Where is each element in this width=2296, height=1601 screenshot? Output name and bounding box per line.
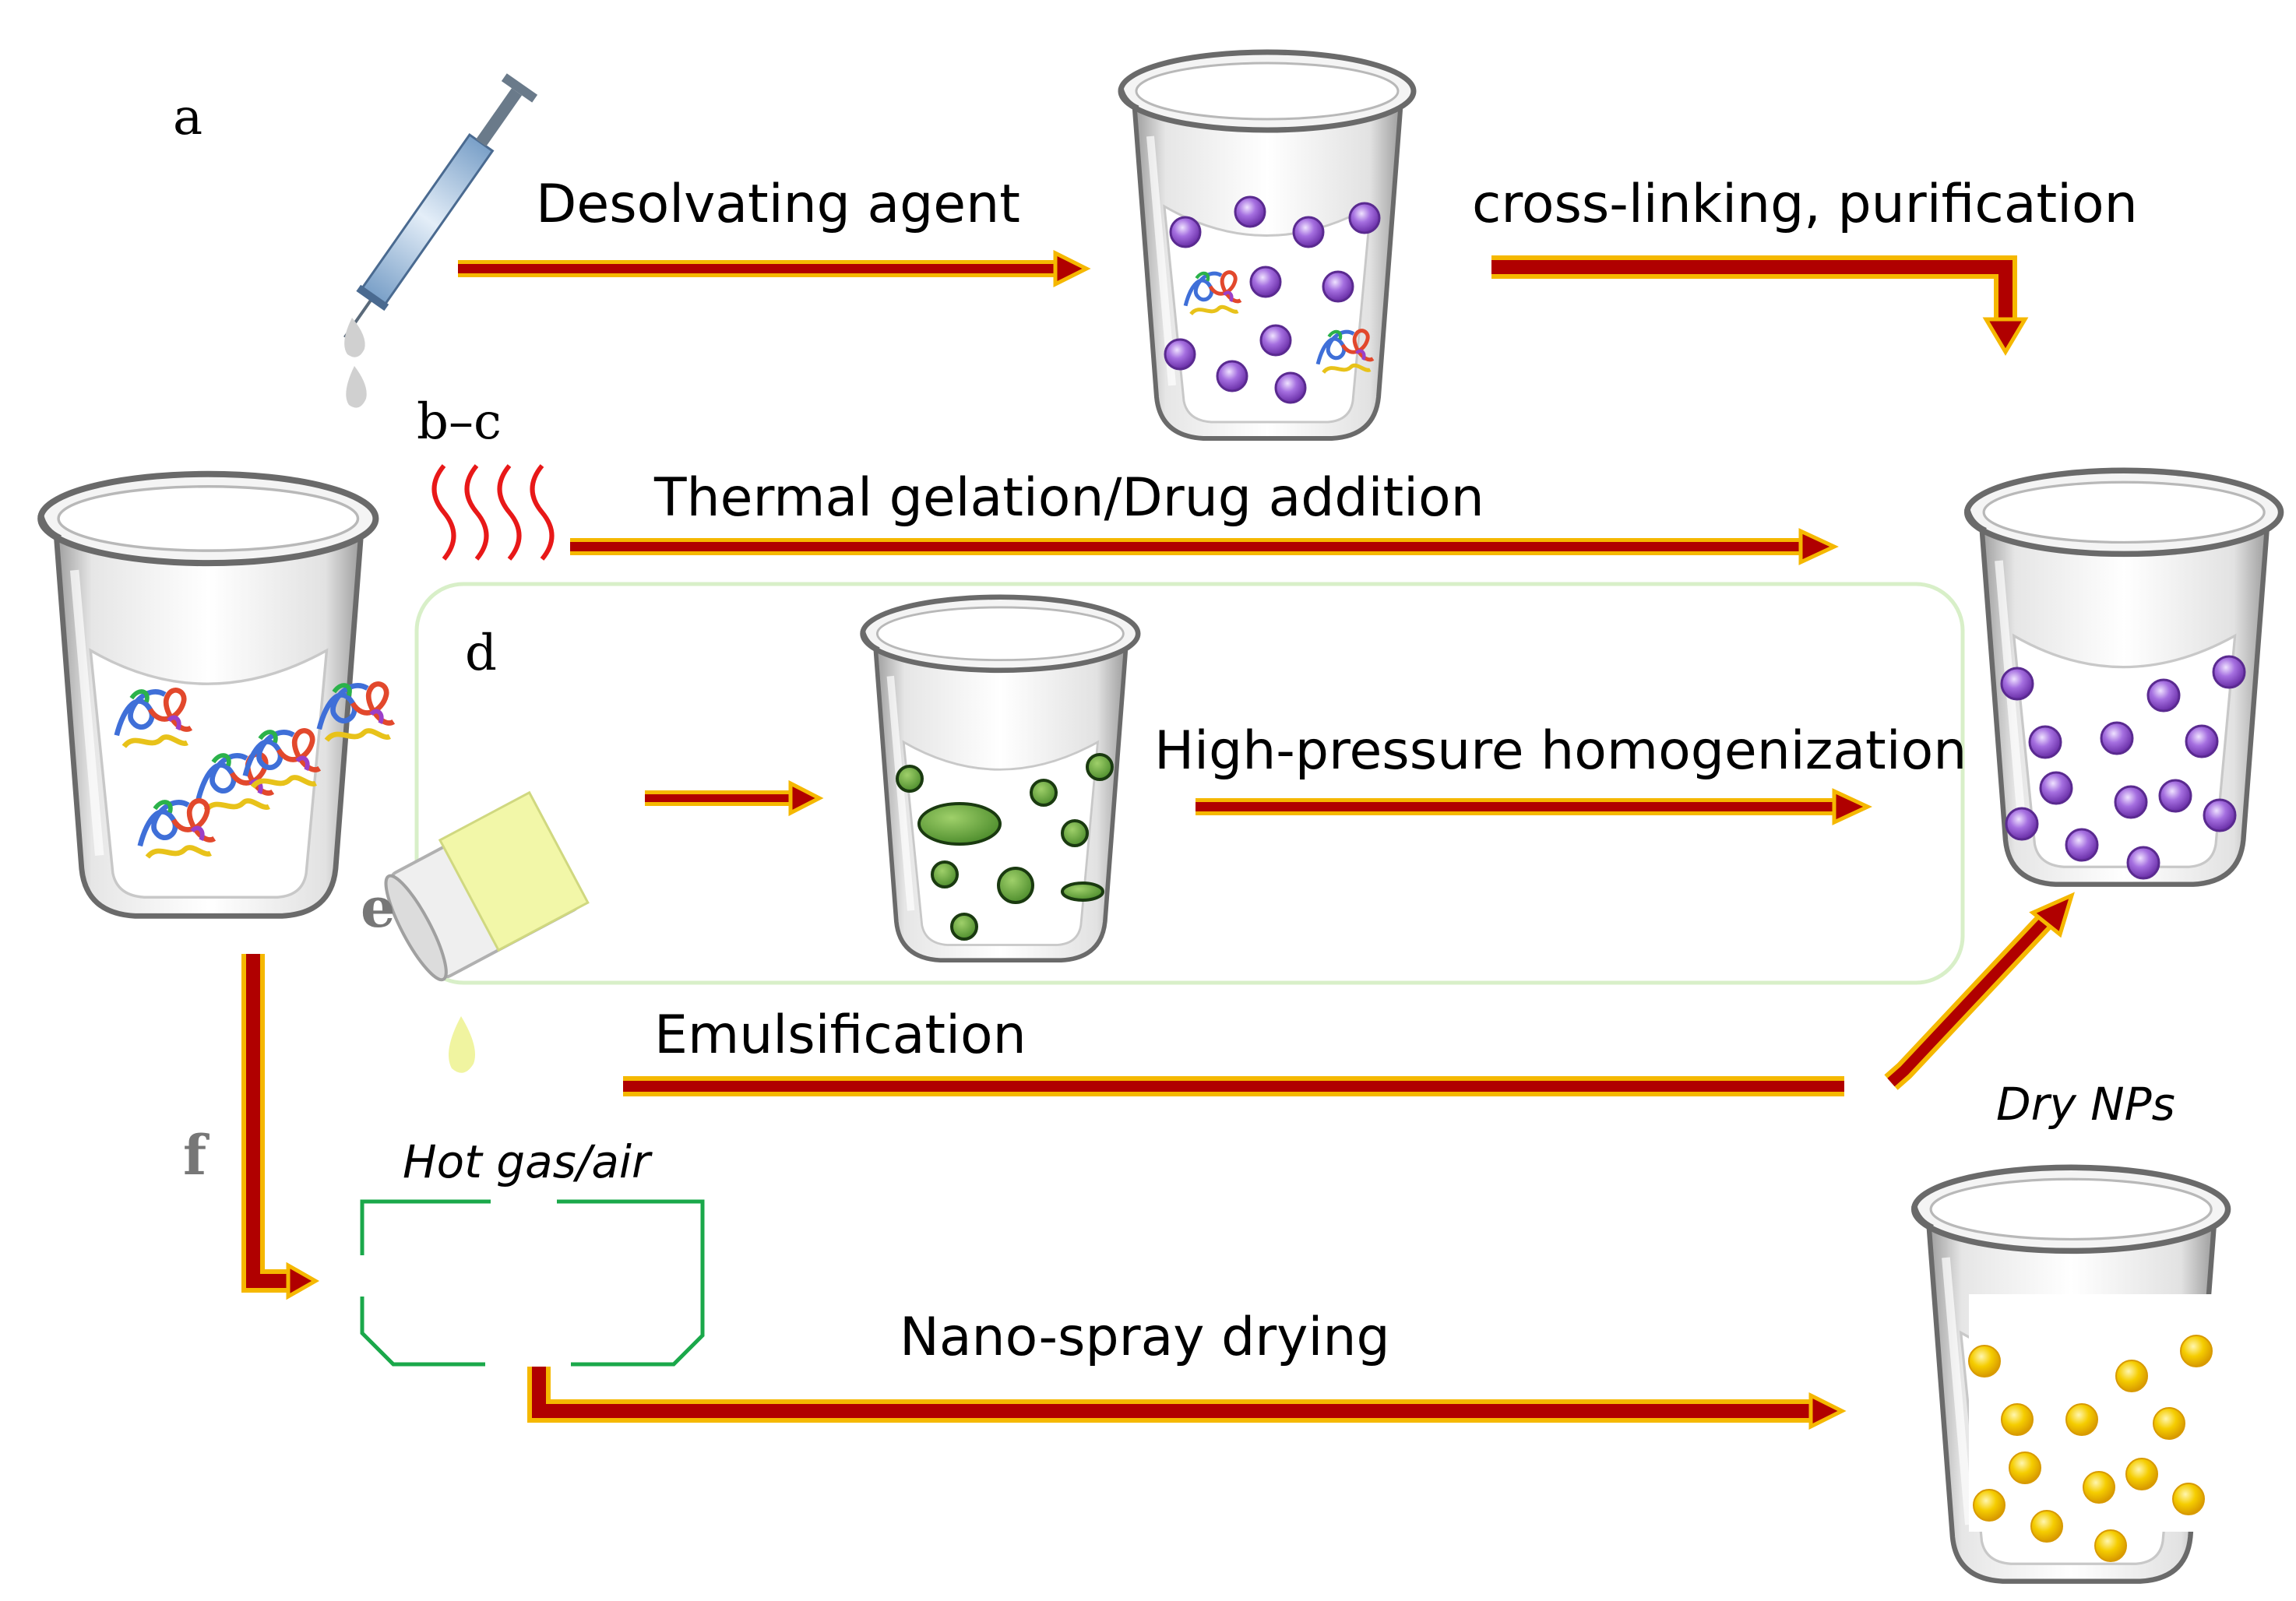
beaker-emulsion [863,597,1139,960]
oil-vial-icon [384,790,590,982]
syringe-icon [343,73,538,339]
panel-label-f: f [183,1123,210,1188]
beaker-protein-solution [40,474,393,917]
step-crosslinking: cross-linking, purification [1472,174,2138,235]
panel-label-d: d [465,625,497,682]
heat-waves-icon [431,464,555,561]
oil-drop-icon [449,1016,475,1073]
beaker-nanoparticles [1967,470,2281,884]
step-nano-spray-drying: Nano-spray drying [900,1307,1390,1368]
step-emulsification: Emulsification [654,1005,1027,1066]
droplet-icon [344,318,365,357]
emulsion-droplets [896,753,1114,941]
nanoparticles [1164,195,1381,404]
panel-label-e: e [361,875,396,940]
arrows [241,249,2075,1430]
step-desolvating-agent: Desolvating agent [536,174,1020,235]
label-hot-gas: Hot gas/air [403,1135,653,1188]
dry-particles [1968,1335,2213,1562]
arrow-f-down [241,954,320,1300]
spray-chamber-icon [360,1199,705,1367]
step-homogenization: High-pressure homogenization [1154,720,1967,782]
panel-label-bc: b–c [417,393,502,451]
panel-label-a: a [173,89,202,146]
arrow-thermal [570,528,1839,565]
label-dry-nps: Dry NPs [1996,1078,2175,1131]
arrow-desolvating [458,249,1091,288]
region-d-box [414,582,1965,985]
arrow-spray-drying [527,1367,1847,1430]
beaker-dry-nps [1914,1167,2228,1581]
nanoparticles [2000,655,2246,880]
arrow-emulsification [623,892,2075,1096]
step-thermal-gelation: Thermal gelation/Drug addition [653,467,1484,529]
arrow-short-d [645,779,824,817]
beaker-desolvation [1121,52,1414,438]
arrow-crosslinking [1491,255,2029,356]
droplet-icon [346,366,367,408]
arrow-homogenization [1196,788,1872,825]
